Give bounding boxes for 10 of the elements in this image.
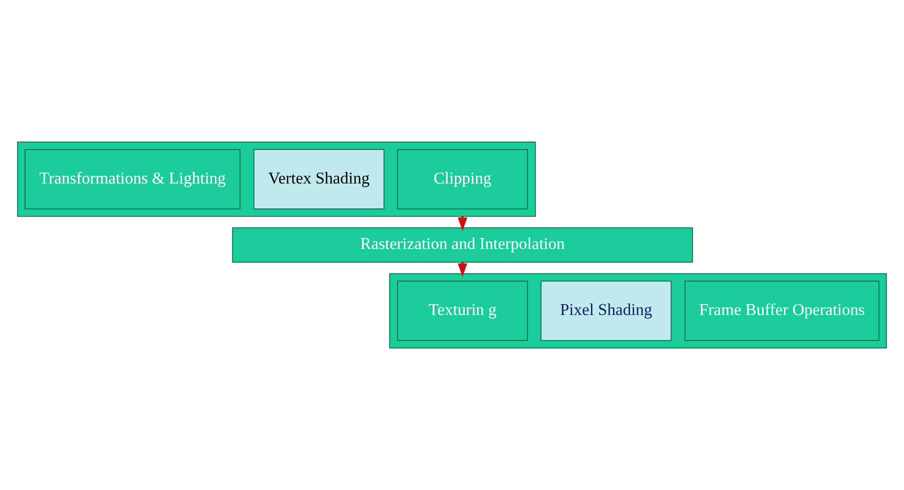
cluster (389, 273, 887, 348)
cluster (17, 142, 536, 217)
node-box: Clipping (397, 149, 528, 210)
arrow (458, 262, 468, 277)
node-box: Vertex Shading (254, 149, 384, 210)
node-box: Rasterization and Interpolation (232, 227, 693, 263)
node-box: Pixel Shading (540, 280, 672, 341)
node-box: Texturin g (397, 280, 528, 341)
node-box: Frame Buffer Operations (684, 280, 880, 341)
node-box: Transformations & Lighting (24, 149, 240, 210)
